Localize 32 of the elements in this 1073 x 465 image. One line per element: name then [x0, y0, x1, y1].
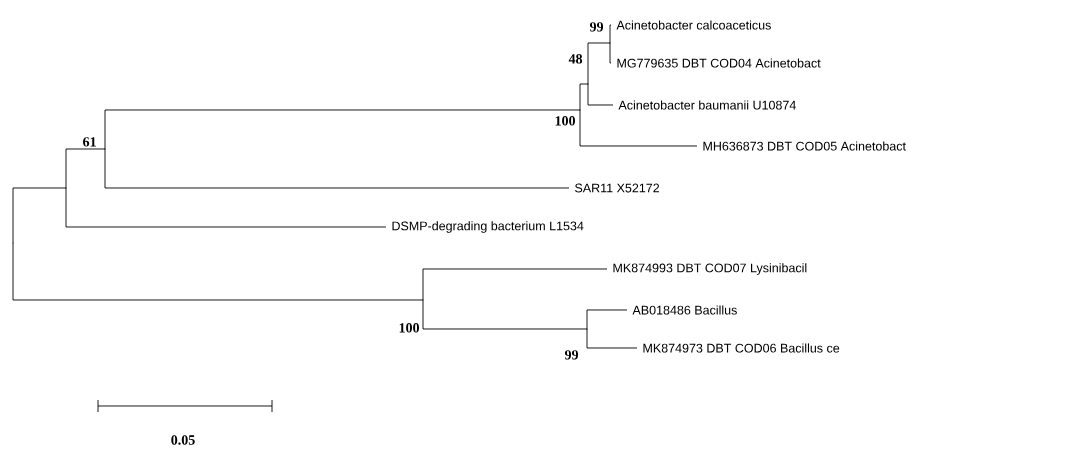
scale-label: 0.05	[171, 435, 195, 445]
tree-branch	[12, 187, 67, 244]
tree-branch	[104, 148, 570, 189]
tree-branch	[65, 148, 106, 189]
leaf-label: Acinetobacter baumanii U10874	[618, 100, 796, 110]
bootstrap-value: 100	[399, 323, 419, 333]
tree-branch	[104, 109, 581, 150]
tree-branch	[12, 242, 424, 301]
leaf-label: AB018486 Bacillus	[632, 305, 737, 315]
tree-branch	[587, 83, 614, 106]
tree-branch	[579, 109, 698, 147]
leaf-label: MK874993 DBT COD07 Lysinibacil	[613, 263, 807, 275]
tree-branch	[609, 24, 612, 44]
tree-branch	[586, 328, 638, 349]
bootstrap-value: 100	[555, 116, 575, 126]
bootstrap-value: 99	[564, 350, 579, 360]
leaf-label: DSMP-degrading bacterium L1534	[392, 221, 584, 233]
tree-branch	[65, 187, 387, 228]
bootstrap-value: 61	[83, 137, 96, 147]
leaf-label: Acinetobacter calcoaceticus	[616, 20, 771, 30]
tree-branch	[587, 42, 611, 85]
tree-branch	[422, 299, 588, 330]
leaf-label: SAR11 X52172	[575, 183, 660, 193]
bootstrap-value: 48	[568, 54, 583, 64]
tree-branch	[579, 83, 589, 111]
tree-branch	[422, 268, 608, 301]
bootstrap-value: 99	[589, 22, 604, 32]
leaf-label: MH636873 DBT COD05 Acinetobact	[703, 141, 906, 151]
tree-branch	[586, 309, 628, 330]
leaf-label: MK874973 DBT COD06 Bacillus ce	[643, 343, 840, 353]
leaf-label: MG779635 DBT COD04 Acinetobact	[617, 58, 821, 68]
tree-branch	[609, 42, 612, 64]
